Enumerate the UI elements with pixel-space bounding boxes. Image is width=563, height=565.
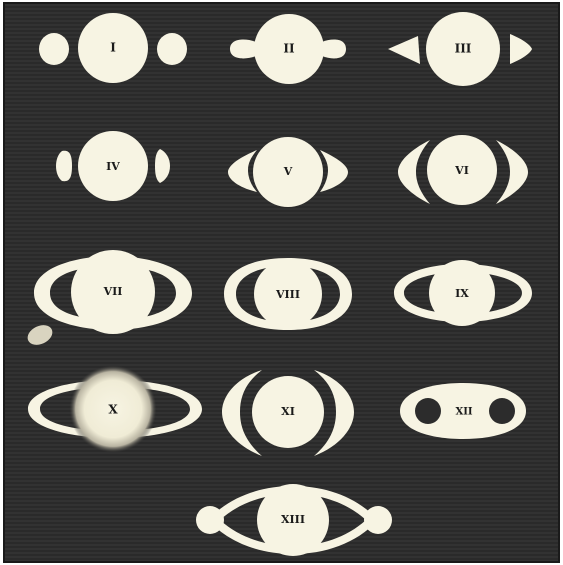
- figure-i-left-moon: [39, 33, 69, 65]
- figure-viii-numeral: VIII: [275, 288, 300, 301]
- figure-xi-numeral: XI: [281, 405, 295, 418]
- figure-vi-numeral: VI: [454, 164, 469, 177]
- figure-x-numeral: X: [108, 403, 118, 417]
- figure-xiii-numeral: XIII: [281, 513, 305, 526]
- figure-iv-numeral: IV: [106, 160, 120, 173]
- figure-vii-numeral: VII: [103, 285, 123, 298]
- figure-xiii-right-moon: [364, 506, 392, 534]
- figure-xiii-left-moon: [196, 506, 224, 534]
- figure-xii-right-hole: [489, 398, 515, 424]
- figure-xii-left-hole: [415, 398, 441, 424]
- figure-i-right-moon: [157, 33, 187, 65]
- figure-ii-numeral: II: [283, 42, 295, 56]
- figure-i-numeral: I: [110, 41, 116, 55]
- figure-v-numeral: V: [283, 165, 293, 178]
- figure-xii: XII: [400, 383, 526, 439]
- figure-iii-numeral: III: [455, 42, 472, 56]
- figure-xii-numeral: XII: [455, 407, 472, 418]
- figure-ix-numeral: IX: [455, 287, 469, 300]
